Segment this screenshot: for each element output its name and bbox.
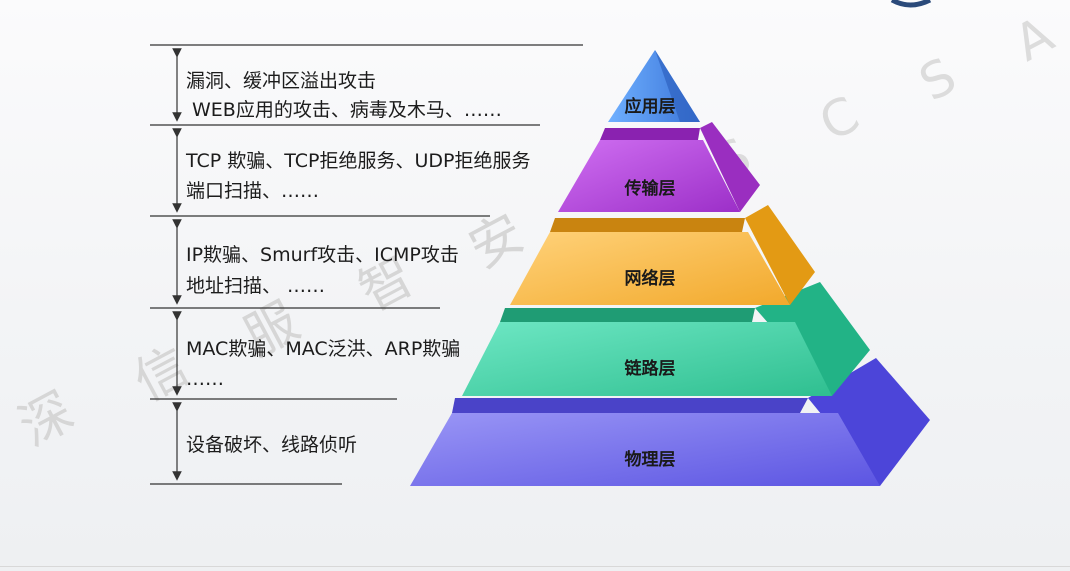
attack-text-transport-1: TCP 欺骗、TCP拒绝服务、UDP拒绝服务 — [186, 150, 531, 172]
attack-text-link-2: …… — [186, 368, 224, 390]
attack-text-link-1: MAC欺骗、MAC泛洪、ARP欺骗 — [186, 338, 461, 360]
attack-text-network-2: 地址扫描、 …… — [186, 275, 326, 297]
layer-link — [462, 282, 870, 396]
attack-text-app-2: WEB应用的攻击、病毒及木马、…… — [192, 99, 502, 121]
attack-text-transport-2: 端口扫描、…… — [186, 180, 320, 202]
footer-divider — [0, 566, 1070, 567]
layer-label-physical: 物理层 — [625, 449, 676, 470]
attack-text-app-1: 漏洞、缓冲区溢出攻击 — [186, 70, 377, 92]
layer-physical — [410, 358, 930, 486]
layer-label-transport: 传输层 — [624, 178, 676, 199]
attack-text-network-1: IP欺骗、Smurf攻击、ICMP攻击 — [186, 244, 459, 266]
layer-application — [608, 50, 700, 122]
layer-label-application: 应用层 — [625, 96, 676, 117]
logo-fragment — [890, 0, 932, 8]
layer-label-link: 链路层 — [625, 358, 676, 379]
layer-transport — [558, 122, 760, 212]
attack-text-physical-1: 设备破坏、线路侦听 — [186, 434, 358, 456]
layer-network — [510, 205, 815, 305]
layer-label-network: 网络层 — [625, 268, 676, 289]
